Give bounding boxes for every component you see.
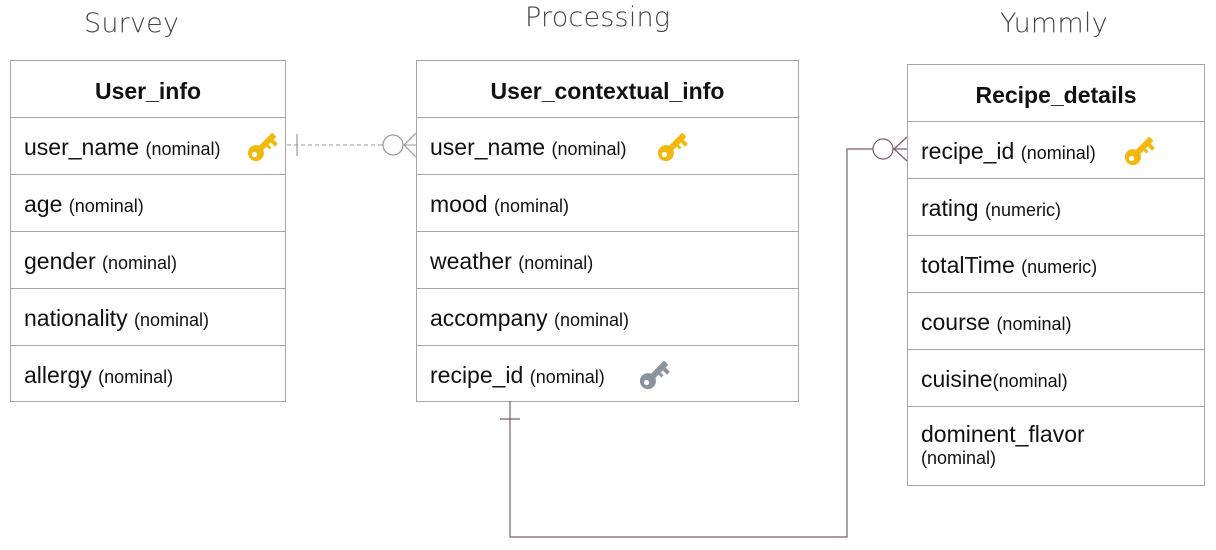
field-name: accompany [430,305,548,331]
field-type: (numeric) [984,200,1061,220]
field-type: (nominal) [529,367,605,387]
field-type: (nominal) [98,367,174,387]
field-name: user_name [24,134,140,160]
group-title-survey: Survey [84,8,180,39]
field-user-name: user_name (nominal) [417,118,798,175]
field-name: user_name [430,134,546,160]
field-name: nationality [24,305,128,331]
field-name: dominent_flavor [921,421,1085,447]
field-dominent-flavor: dominent_flavor (nominal) [908,407,1204,485]
foreign-key-icon [639,360,670,390]
entity-title: User_contextual_info [417,61,798,118]
primary-key-icon [1124,136,1155,166]
field-name: rating [921,195,979,221]
field-name: recipe_id [921,138,1015,164]
relationship-recipe-id [500,136,908,538]
field-type: (nominal) [145,139,221,159]
field-name: age [24,191,63,217]
field-nationality: nationality (nominal) [11,289,285,346]
field-type: (nominal) [551,139,627,159]
field-name: mood [430,191,488,217]
group-title-yummly: Yummly [1000,8,1108,39]
entity-recipe-details: Recipe_details recipe_id (nominal) ratin… [907,64,1205,486]
field-type: (numeric) [1021,257,1098,277]
primary-key-icon [247,132,278,162]
entity-title: User_info [11,61,285,118]
field-name: gender [24,248,96,274]
field-type: (nominal) [992,371,1068,391]
field-type: (nominal) [921,448,997,468]
field-course: course (nominal) [908,293,1204,350]
field-recipe-id: recipe_id (nominal) [417,346,798,401]
field-type: (nominal) [493,196,569,216]
field-name: course [921,309,991,335]
group-title-processing: Processing [525,2,671,33]
zero-marker [382,134,404,156]
field-type: (nominal) [996,314,1072,334]
entity-user-contextual-info: User_contextual_info user_name (nominal)… [416,60,799,402]
field-gender: gender (nominal) [11,232,285,289]
relationship-user-name [287,132,417,158]
field-mood: mood (nominal) [417,175,798,232]
field-rating: rating (numeric) [908,179,1204,236]
field-age: age (nominal) [11,175,285,232]
field-allergy: allergy (nominal) [11,346,285,401]
crows-foot-marker [893,136,908,150]
field-name: cuisine [921,366,993,392]
zero-marker [872,138,894,160]
field-recipe-id: recipe_id (nominal) [908,122,1204,179]
crows-foot-marker [403,132,417,146]
field-name: weather [430,248,512,274]
field-name: totalTime [921,252,1015,278]
field-weather: weather (nominal) [417,232,798,289]
entity-user-info: User_info user_name (nominal) age (nomin… [10,60,286,402]
field-type: (nominal) [554,310,630,330]
entity-title: Recipe_details [908,65,1204,122]
field-type: (nominal) [133,310,209,330]
primary-key-icon [657,132,688,162]
field-name: recipe_id [430,362,524,388]
field-type: (nominal) [68,196,144,216]
field-accompany: accompany (nominal) [417,289,798,346]
field-user-name: user_name (nominal) [11,118,285,175]
field-type: (nominal) [102,253,178,273]
field-cuisine: cuisine(nominal) [908,350,1204,407]
field-type: (nominal) [1020,143,1096,163]
field-name: allergy [24,362,92,388]
field-type: (nominal) [518,253,594,273]
field-total-time: totalTime (numeric) [908,236,1204,293]
